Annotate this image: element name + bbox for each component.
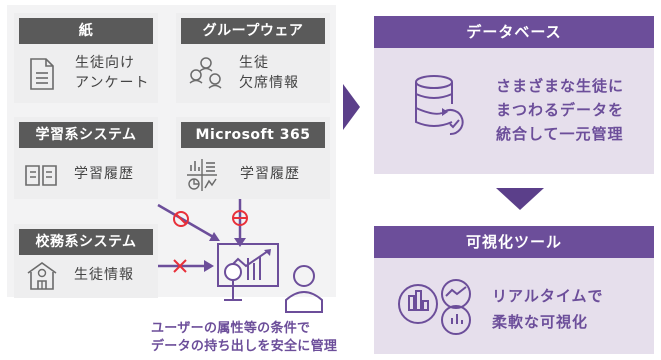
visualization-panel: 可視化ツール リアルタイムで 柔軟な可視化 xyxy=(374,226,654,354)
database-line2: まつわるデータを xyxy=(496,101,625,119)
visualization-icon xyxy=(396,276,478,336)
source-card-paper-line1: 生徒向け xyxy=(75,55,135,71)
source-card-microsoft-title: Microsoft 365 xyxy=(181,122,325,148)
source-card-admin: 校務系システム 生徒情報 xyxy=(14,224,158,298)
source-card-paper-title: 紙 xyxy=(19,18,153,44)
database-line1: さまざまな生徒に xyxy=(496,77,625,95)
school-building-icon xyxy=(26,261,58,291)
source-card-admin-title: 校務系システム xyxy=(19,229,153,255)
source-card-groupware-line1: 生徒 xyxy=(239,55,269,71)
source-card-learning-title: 学習系システム xyxy=(19,122,153,148)
visualization-line2: 柔軟な可視化 xyxy=(492,313,589,331)
source-card-admin-text: 生徒情報 xyxy=(74,267,134,283)
database-panel-title: データベース xyxy=(374,16,654,48)
database-to-visualization-arrow xyxy=(496,188,544,210)
analytics-icon xyxy=(186,157,218,193)
source-card-groupware-line2: 欠席情報 xyxy=(239,75,299,91)
caption-line2: データの持ち出しを安全に管理 xyxy=(151,339,338,354)
group-users-icon xyxy=(188,55,224,91)
caption-line1: ユーザーの属性等の条件で xyxy=(151,321,311,336)
source-card-microsoft-text: 学習履歴 xyxy=(240,166,300,182)
database-line3: 統合して一元管理 xyxy=(496,125,624,143)
visualization-line1: リアルタイムで xyxy=(492,287,604,305)
source-card-paper-line2: アンケート xyxy=(75,75,150,91)
source-card-groupware: グループウェア 生徒 欠席情報 xyxy=(176,13,330,103)
source-to-database-arrow xyxy=(343,84,360,130)
document-icon xyxy=(28,57,56,91)
database-panel: データベース さまざまな生徒に まつわるデータを 統合して一元管理 xyxy=(374,16,654,174)
source-card-paper: 紙 生徒向け アンケート xyxy=(14,13,158,103)
source-card-learning: 学習系システム 学習履歴 xyxy=(14,117,158,199)
database-icon xyxy=(412,74,470,138)
visualization-panel-title: 可視化ツール xyxy=(374,226,654,258)
source-card-learning-text: 学習履歴 xyxy=(74,166,134,182)
source-card-microsoft: Microsoft 365 学習履歴 xyxy=(176,117,330,199)
book-icon xyxy=(24,163,58,187)
source-card-groupware-title: グループウェア xyxy=(181,18,325,44)
